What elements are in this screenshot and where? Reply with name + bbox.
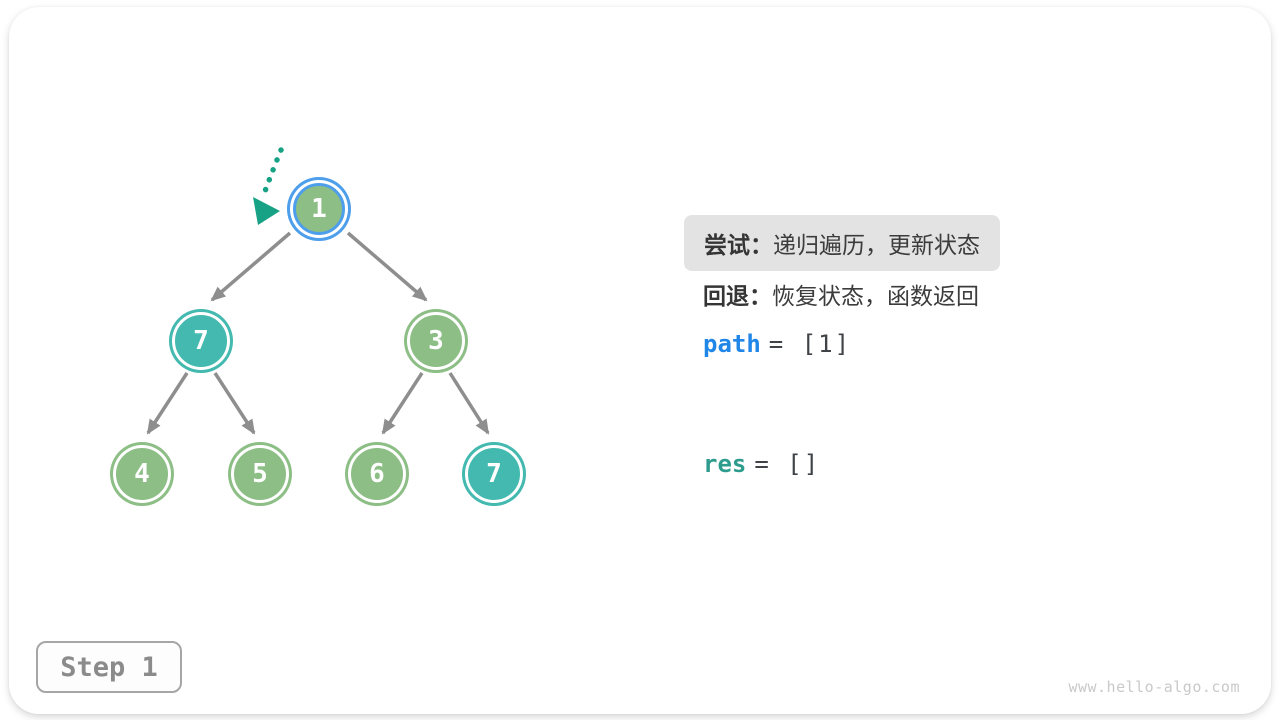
tree-node-value: 3 [428,326,444,356]
tree-node: 3 [410,315,462,367]
tree-node-value: 4 [134,459,150,489]
backtrack-text: 恢复状态，函数返回 [772,284,979,310]
tree-node: 6 [351,448,403,500]
figure-card [9,7,1271,714]
path-variable-line: path= [1] [703,330,851,358]
backtrack-label: 回退： [703,284,772,310]
watermark-url: www.hello-algo.com [1068,678,1240,696]
tree-node-value: 1 [311,194,327,224]
tree-node: 5 [234,448,286,500]
try-text: 递归遍历，更新状态 [773,233,980,259]
tree-node-value: 6 [369,459,385,489]
res-variable-name: res [703,450,747,478]
res-variable-line: res= [] [703,450,820,478]
try-label: 尝试： [704,233,773,259]
step-indicator: Step 1 [36,641,182,693]
path-variable-name: path [703,330,761,358]
try-status-line: 尝试：递归遍历，更新状态 [684,215,1000,271]
path-variable-value: = [1] [768,330,852,358]
tree-node-root: 1 [293,183,345,235]
tree-node: 4 [116,448,168,500]
tree-node: 7 [468,448,520,500]
tree-node: 7 [175,315,227,367]
res-variable-value: = [] [754,450,821,478]
tree-node-value: 7 [486,459,502,489]
backtrack-status-line: 回退：恢复状态，函数返回 [703,277,979,311]
tree-node-value: 5 [252,459,268,489]
tree-node-value: 7 [193,326,209,356]
step-indicator-label: Step 1 [60,651,158,683]
